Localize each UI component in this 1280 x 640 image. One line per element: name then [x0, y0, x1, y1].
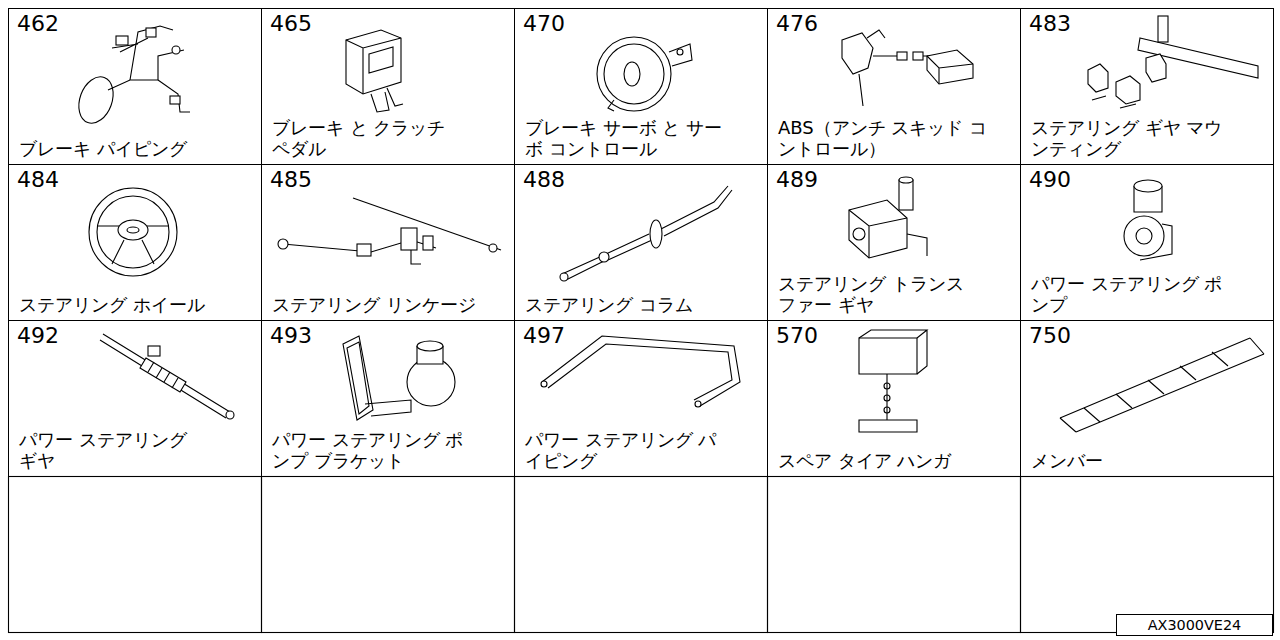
gear-mounting-figure [1088, 16, 1258, 108]
steering-column-figure [560, 186, 732, 281]
abs-figure [842, 30, 973, 106]
part-name: ブレーキ サーボ と サーボ コントロール [525, 117, 725, 159]
callout-number: 497 [523, 324, 565, 348]
catalog-cell: 490 パワー ステアリング ポンプ [1020, 164, 1274, 321]
callout-number: 750 [1029, 324, 1071, 348]
part-name: ABS（アンチ スキッド コントロール） [778, 117, 988, 159]
catalog-cell: 493 パワー ステアリング ポンプ ブラケット [261, 320, 515, 477]
power-steering-gear-figure [100, 334, 234, 419]
callout-number: 570 [776, 324, 818, 348]
catalog-cell: 483 ステアリング ギヤ マウンティング [1020, 8, 1274, 165]
spare-tire-hanger-figure [859, 330, 927, 432]
callout-number: 484 [17, 168, 59, 192]
drawing-code-box: AX3000VE24 [1116, 614, 1273, 636]
steering-linkage-figure [278, 198, 501, 264]
callout-number: 483 [1029, 12, 1071, 36]
catalog-cell: 470 ブレーキ サーボ と サーボ コントロール [514, 8, 768, 165]
steering-wheel-figure [89, 188, 177, 276]
part-name: スペア タイア ハンガ [778, 450, 1014, 471]
drawing-code: AX3000VE24 [1117, 615, 1272, 635]
part-name: ステアリング ギヤ マウンティング [1031, 117, 1231, 159]
callout-number: 476 [776, 12, 818, 36]
brake-servo-figure [597, 37, 692, 111]
callout-number: 489 [776, 168, 818, 192]
power-steering-piping-figure [541, 336, 740, 407]
part-name: ブレーキ パイピング [19, 138, 249, 159]
catalog-cell: 462 ブレーキ パイピング [8, 8, 262, 165]
callout-number: 493 [270, 324, 312, 348]
callout-number: 462 [17, 12, 59, 36]
brake-piping-figure [73, 26, 190, 128]
catalog-cell: 488 ステアリング コラム [514, 164, 768, 321]
empty-cells [9, 477, 1274, 633]
part-name: ステアリング ホイール [19, 294, 255, 315]
frame-member-figure [1060, 338, 1264, 432]
callout-number: 485 [270, 168, 312, 192]
catalog-cell: 476ABS（アンチ スキッド コントロール） [767, 8, 1021, 165]
catalog-cell: 492 パワー ステアリング ギヤ [8, 320, 262, 477]
callout-number: 470 [523, 12, 565, 36]
catalog-cell: 570 スペア タイア ハンガ [767, 320, 1021, 477]
callout-number: 465 [270, 12, 312, 36]
catalog-cell: 489 ステアリング トランスファー ギヤ [767, 164, 1021, 321]
catalog-cell: 484 ステアリング ホイール [8, 164, 262, 321]
catalog-cell: 497 パワー ステアリング パイピング [514, 320, 768, 477]
catalog-cell: 485 ステアリング リンケージ [261, 164, 515, 321]
part-name: パワー ステアリング ポンプ ブラケット [272, 429, 472, 471]
part-name: パワー ステアリング ギヤ [19, 429, 204, 471]
callout-number: 488 [523, 168, 565, 192]
part-name: ステアリング コラム [525, 294, 761, 315]
part-name: パワー ステアリング ポンプ [1031, 273, 1226, 315]
part-name: ブレーキ と クラッチ ペダル [272, 117, 467, 159]
part-name: ステアリング リンケージ [272, 294, 508, 315]
transfer-gear-figure [849, 177, 927, 258]
catalog-cell: 750 メンバー [1020, 320, 1274, 477]
pump-bracket-figure [343, 336, 455, 420]
catalog-cell: 465 ブレーキ と クラッチ ペダル [261, 8, 515, 165]
callout-number: 492 [17, 324, 59, 348]
part-name: ステアリング トランスファー ギヤ [778, 273, 978, 315]
pedal-figure [346, 30, 403, 112]
part-name: パワー ステアリング パイピング [525, 429, 725, 471]
part-name: メンバー [1031, 450, 1267, 471]
power-steering-pump-figure [1124, 180, 1172, 260]
callout-number: 490 [1029, 168, 1071, 192]
